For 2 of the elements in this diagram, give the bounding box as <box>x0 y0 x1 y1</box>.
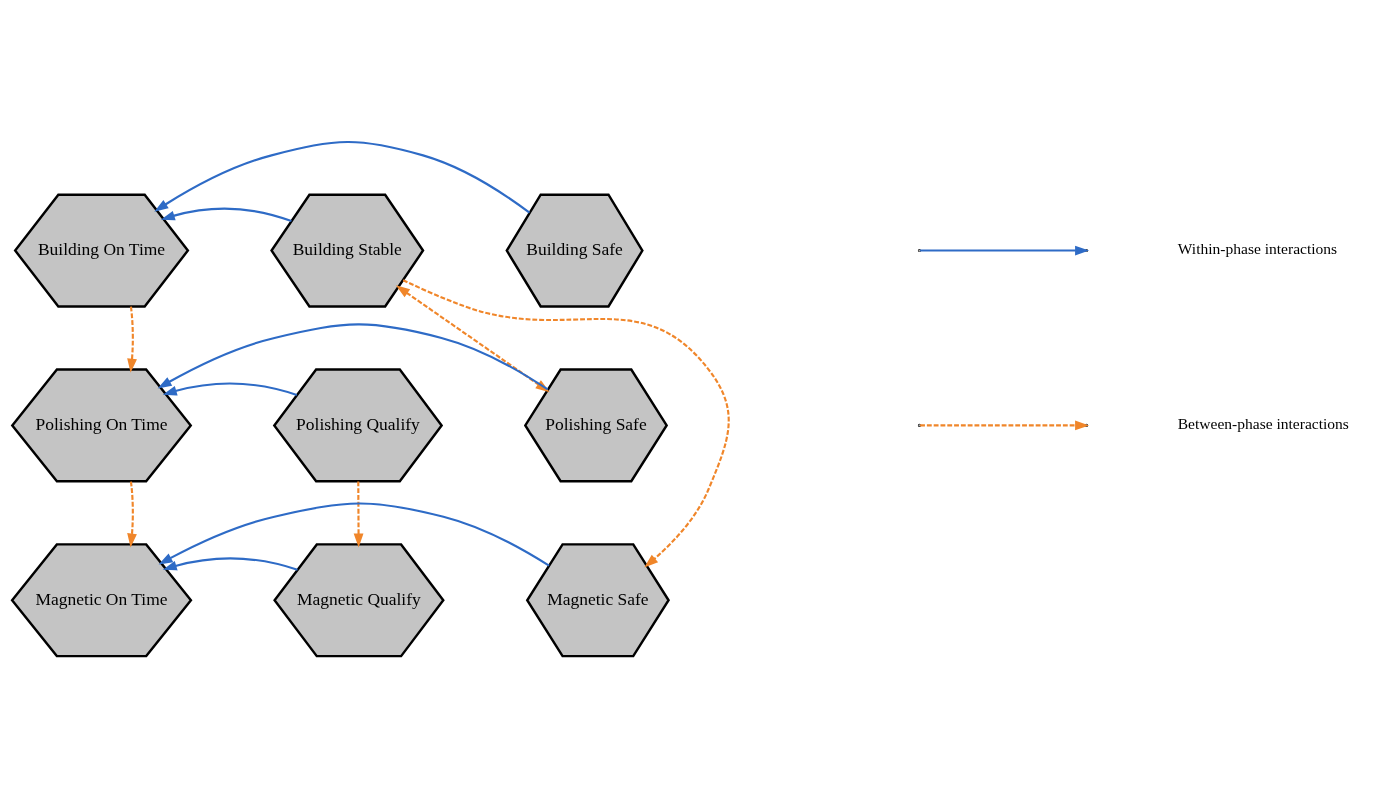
legend-label: Within-phase interactions <box>1177 239 1338 257</box>
legend-label: Between-phase interactions <box>1177 414 1349 432</box>
